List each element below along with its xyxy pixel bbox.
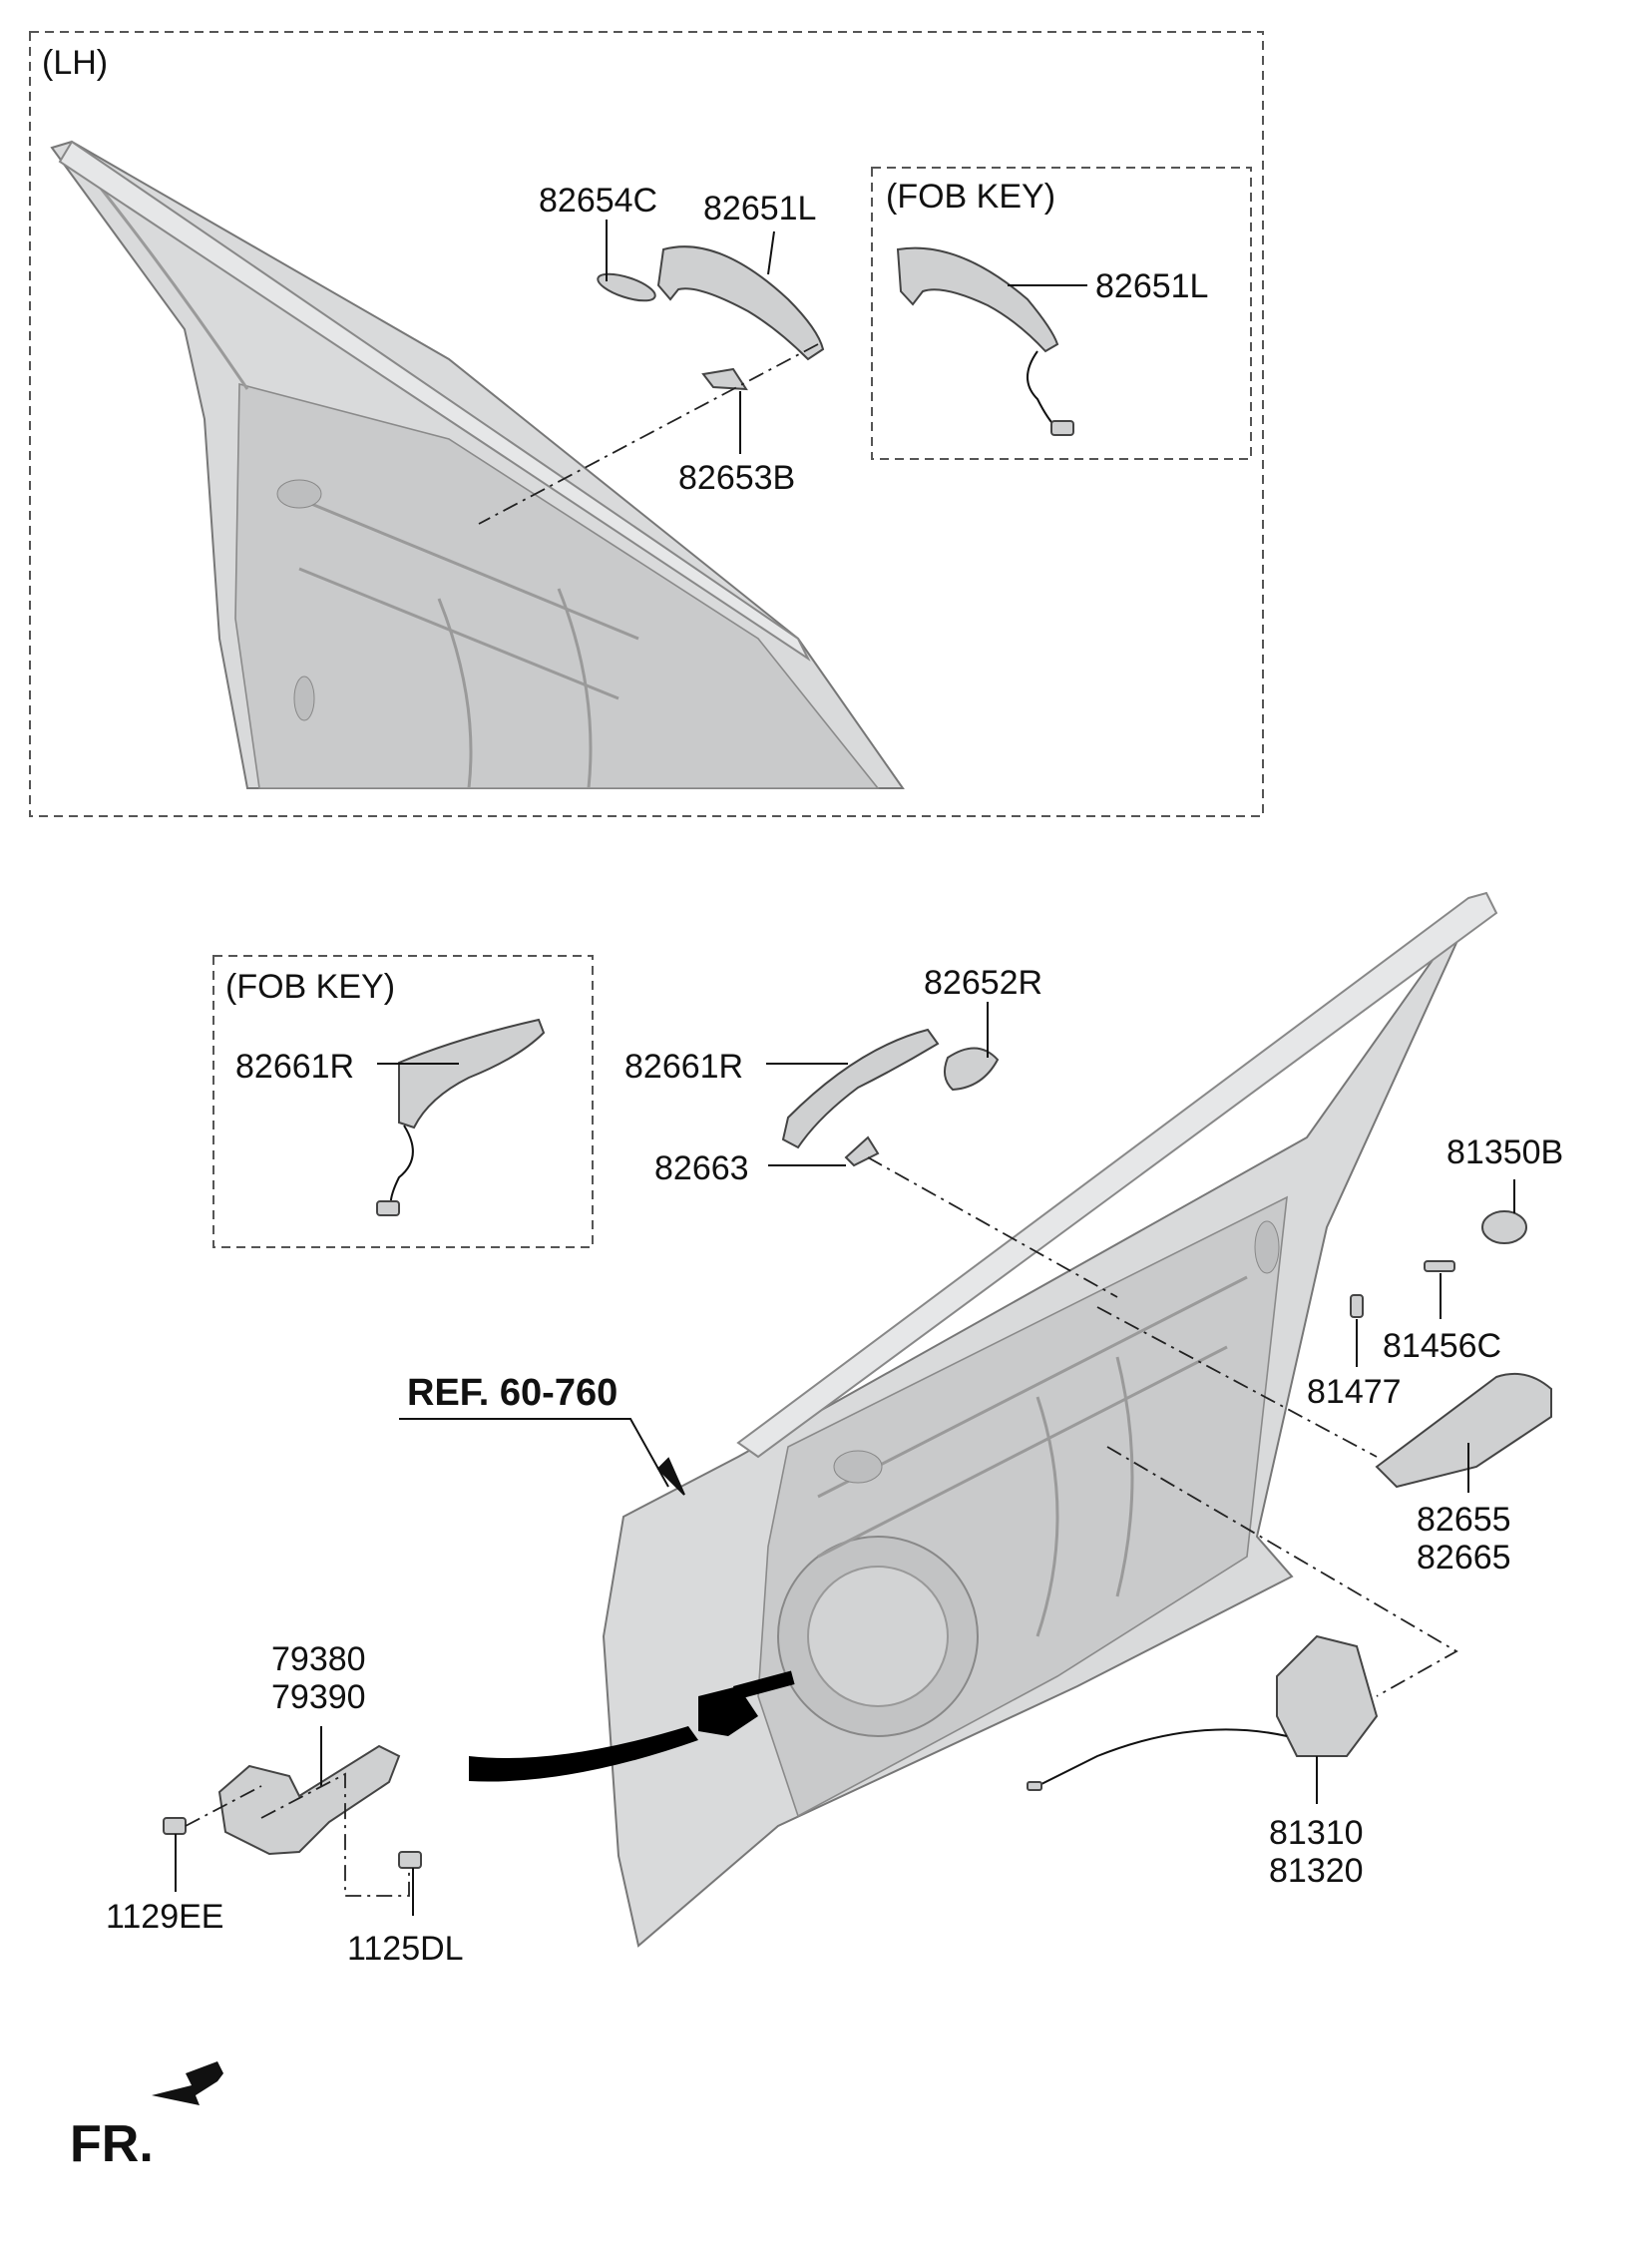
rh-handle-label: 82661R	[624, 1048, 743, 1086]
rh-latch-b-label: 81320	[1269, 1852, 1364, 1890]
orientation-label: FR.	[70, 2115, 154, 2173]
door-checker-mount	[469, 1670, 795, 1782]
lh-fob-handle-part	[896, 246, 1074, 436]
rh-reference-label: REF. 60-760	[407, 1372, 618, 1414]
rh-bracket-b-label: 82665	[1417, 1539, 1511, 1577]
rh-screw-a-part	[1424, 1260, 1455, 1272]
rh-bolt-b-mount-line	[260, 1772, 410, 1897]
rh-bolt-a-part	[163, 1817, 187, 1835]
rh-door-panel	[602, 891, 1498, 1948]
rh-fob-handle-label: 82661R	[235, 1048, 354, 1086]
rh-fob-handle-part	[376, 1018, 546, 1216]
rh-screw-a-label: 81456C	[1383, 1327, 1501, 1365]
lh-fob-handle-label: 82651L	[1095, 267, 1208, 305]
arrow-down-left-icon	[152, 2061, 223, 2105]
lh-gasket-part	[701, 367, 748, 391]
rh-actuator-cover-label: 81350B	[1446, 1133, 1563, 1171]
rh-handle-part	[781, 1028, 940, 1149]
rh-cap-label: 82652R	[924, 964, 1042, 1002]
rh-checker-b-label: 79390	[271, 1678, 366, 1716]
lh-seal-part	[597, 272, 656, 302]
rh-bracket-mount-line	[1096, 1306, 1378, 1458]
rh-reference-leader	[399, 1418, 669, 1488]
rh-latch-mount-line	[1106, 1446, 1458, 1697]
lh-title: (LH)	[42, 44, 108, 82]
rh-screw-b-label: 81477	[1307, 1373, 1402, 1411]
lh-fob-key-frame	[871, 167, 1252, 460]
lh-handle-mount-line	[478, 343, 819, 525]
lh-handle-part	[656, 245, 825, 361]
rh-fob-key-title: (FOB KEY)	[225, 968, 395, 1006]
lh-handle-label: 82651L	[703, 190, 816, 227]
lh-gasket-label: 82653B	[678, 459, 795, 497]
lh-section: (LH)	[29, 31, 1264, 817]
rh-bolt-b-part	[398, 1851, 422, 1869]
rh-section: REF. 60-760 (FOB KEY) 82661R 82661R 8265…	[106, 891, 1563, 1968]
rh-bolt-a-label: 1129EE	[106, 1898, 223, 1936]
lh-door-panel	[50, 140, 905, 789]
rh-bolt-a-mount-line	[185, 1785, 262, 1827]
lh-fob-key-title: (FOB KEY)	[886, 178, 1055, 216]
rh-fob-key-frame	[212, 955, 594, 1248]
rh-cap-part	[943, 1047, 1000, 1092]
orientation-indicator: FR.	[70, 2061, 223, 2173]
rh-checker-part	[217, 1744, 401, 1856]
rh-latch-a-label: 81310	[1269, 1814, 1364, 1852]
lh-frame	[29, 31, 1264, 817]
lh-seal-label: 82654C	[539, 182, 657, 220]
rh-bracket-a-label: 82655	[1417, 1501, 1511, 1539]
rh-screw-b-part	[1350, 1294, 1364, 1318]
rh-reference-arrowhead	[656, 1457, 685, 1496]
rh-checker-a-label: 79380	[271, 1640, 366, 1678]
lh-handle-leader	[767, 230, 775, 275]
rh-gasket-part	[844, 1135, 880, 1167]
rh-actuator-cover-part	[1481, 1210, 1527, 1244]
rh-bolt-b-label: 1125DL	[347, 1930, 464, 1968]
rh-bracket-part	[1375, 1373, 1552, 1489]
rh-gasket-label: 82663	[654, 1149, 749, 1187]
rh-latch-part	[1027, 1634, 1379, 1791]
